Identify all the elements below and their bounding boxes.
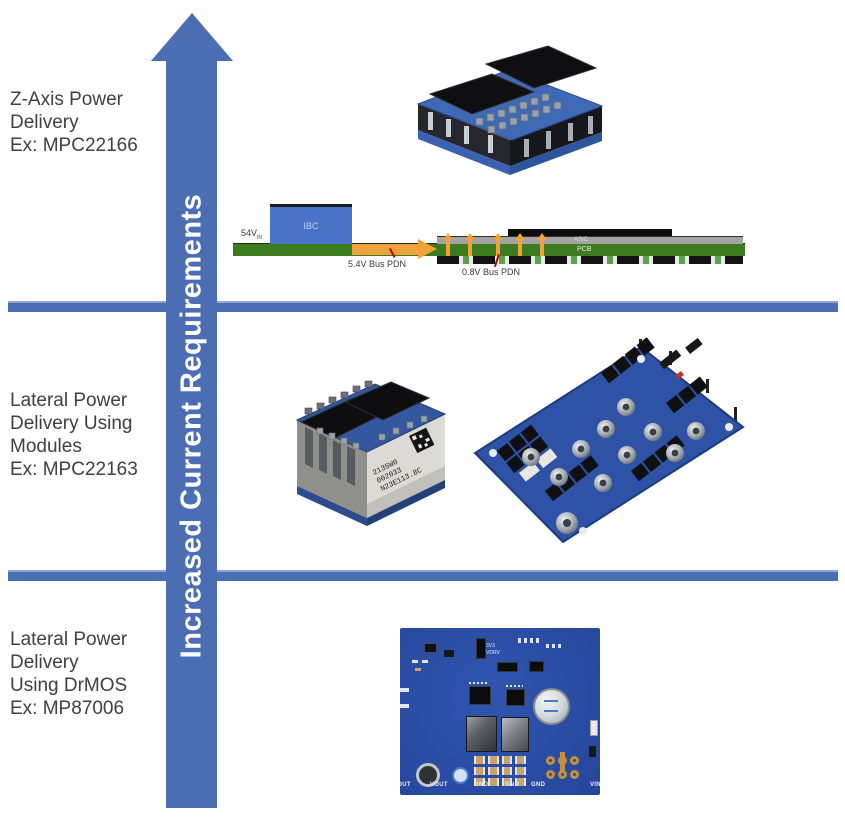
- jumper-header: [529, 661, 544, 672]
- resistor-row: [518, 638, 540, 643]
- module-rear-pins: [304, 380, 373, 415]
- bus-08v-label: 0.8V Bus PDN: [462, 267, 521, 277]
- bus-arrow-right-head-icon: [418, 239, 437, 259]
- via-hole: [570, 756, 579, 765]
- silkscreen-gnd: GND: [505, 782, 520, 788]
- bulk-capacitor: [416, 763, 440, 787]
- current-up-arrow-icon: [443, 233, 453, 256]
- tier-label-line: Delivery Using: [10, 413, 133, 434]
- ibc-block: IBC: [270, 204, 352, 244]
- bus-arrow-right-icon: [352, 244, 418, 255]
- inductor: [466, 716, 497, 752]
- silkscreen-gnd: GND: [531, 782, 546, 788]
- small-ic: [424, 643, 437, 653]
- asic-die-block: [508, 229, 672, 237]
- silkscreen-vout: VOUT: [430, 782, 448, 788]
- resistor: [415, 668, 421, 671]
- tier-label-line: Modules: [10, 436, 82, 457]
- current-up-arrow-icon: [465, 233, 475, 256]
- tier-label-line: Z-Axis Power: [10, 89, 123, 110]
- edge-pad: [400, 688, 409, 692]
- white-module: [519, 448, 558, 482]
- drmos-chip: [469, 686, 491, 705]
- output-cap-grid: [474, 756, 526, 786]
- tier-label-line: Using DrMOS: [10, 675, 128, 696]
- tier-divider-top: [8, 301, 838, 312]
- standoff-cylinders: [522, 398, 705, 534]
- tier-label-line: Ex: MP87006: [10, 698, 125, 719]
- ibc-label: IBC: [303, 220, 319, 231]
- resistor: [422, 660, 428, 663]
- increased-current-arrow-shaft: [166, 54, 217, 808]
- pin-header: [659, 337, 703, 370]
- jumper-header: [497, 662, 518, 672]
- inductor-bank: [601, 337, 655, 384]
- current-up-arrow-icon: [537, 233, 547, 256]
- silkscreen-vin: VIN: [590, 782, 600, 788]
- tier-label-line: Lateral Power: [10, 629, 128, 650]
- power-module-cube-photo: 2135W0 002033 N23E113.8C: [295, 380, 447, 526]
- bus-54v-label: 5.4V Bus PDN: [348, 259, 407, 269]
- silkscreen-gnd: GND: [474, 782, 489, 788]
- module-capacitors: [475, 93, 562, 134]
- tier-label-line: Delivery: [10, 652, 79, 673]
- electrolytic-capacitor: [533, 688, 570, 725]
- drmos-chip: [506, 689, 525, 706]
- tier-label-line: Delivery: [10, 112, 79, 133]
- via-hole: [546, 770, 555, 779]
- via-hole: [570, 770, 579, 779]
- chip-pads: [469, 682, 489, 684]
- tier-label-line: Lateral Power: [10, 390, 128, 411]
- mounting-holes: [489, 355, 733, 535]
- tier-label-line: Ex: MPC22163: [10, 459, 138, 480]
- inductor: [501, 717, 529, 752]
- tier-label-drmos: Lateral Power Delivery Using DrMOS Ex: M…: [10, 628, 127, 720]
- edge-component: [589, 746, 596, 757]
- silkscreen-3v3: 3V3: [486, 643, 495, 649]
- arrow-axis-label: Increased Current Requirements: [175, 193, 208, 659]
- edge-pad: [400, 704, 409, 708]
- current-up-arrow-icon: [515, 233, 525, 256]
- edge-connector: [590, 720, 598, 736]
- capacitor-marking: [544, 700, 558, 712]
- asic-substrate-bar: [437, 236, 743, 244]
- asic-bar-label: ASIC: [574, 237, 589, 243]
- tier-label-z-axis: Z-Axis Power Delivery Ex: MPC22166: [10, 88, 138, 157]
- inductor-bank: [545, 455, 599, 502]
- small-ic: [444, 650, 454, 657]
- drmos-board-photo: 3V3 VDRV: [400, 628, 600, 795]
- jumper-header: [476, 638, 486, 659]
- silkscreen-vdrv: VDRV: [486, 650, 500, 656]
- datamatrix-code-icon: [409, 427, 435, 454]
- tier-label-modules: Lateral Power Delivery Using Modules Ex:…: [10, 389, 138, 481]
- module-side-pins: [428, 112, 593, 157]
- current-up-arrow-icon: [493, 233, 503, 256]
- pcb-bar-label: PCB: [577, 246, 592, 253]
- tier-label-line: Ex: MPC22166: [10, 135, 138, 156]
- inductor-bank: [666, 376, 708, 414]
- tier-divider-bottom: [8, 570, 838, 581]
- bottom-side-modules-strip: [437, 256, 743, 264]
- module-left-pins: [305, 427, 355, 486]
- resistor: [412, 660, 418, 663]
- chip-pads: [506, 685, 523, 687]
- gold-trace: [560, 752, 565, 772]
- input-voltage-label: 54VIN: [241, 228, 263, 241]
- module-eval-board-photo: [473, 337, 745, 544]
- resistor-row: [546, 644, 564, 648]
- module-top-capacitors: [316, 415, 428, 450]
- z-axis-module-photo: [416, 45, 604, 175]
- blue-capacitor: [452, 767, 469, 784]
- red-component: [675, 370, 684, 380]
- arrow-up-icon: [151, 13, 233, 61]
- silkscreen-vout: VOUT: [400, 782, 411, 788]
- via-hole: [546, 756, 555, 765]
- pcb-bus-bar: [233, 243, 745, 256]
